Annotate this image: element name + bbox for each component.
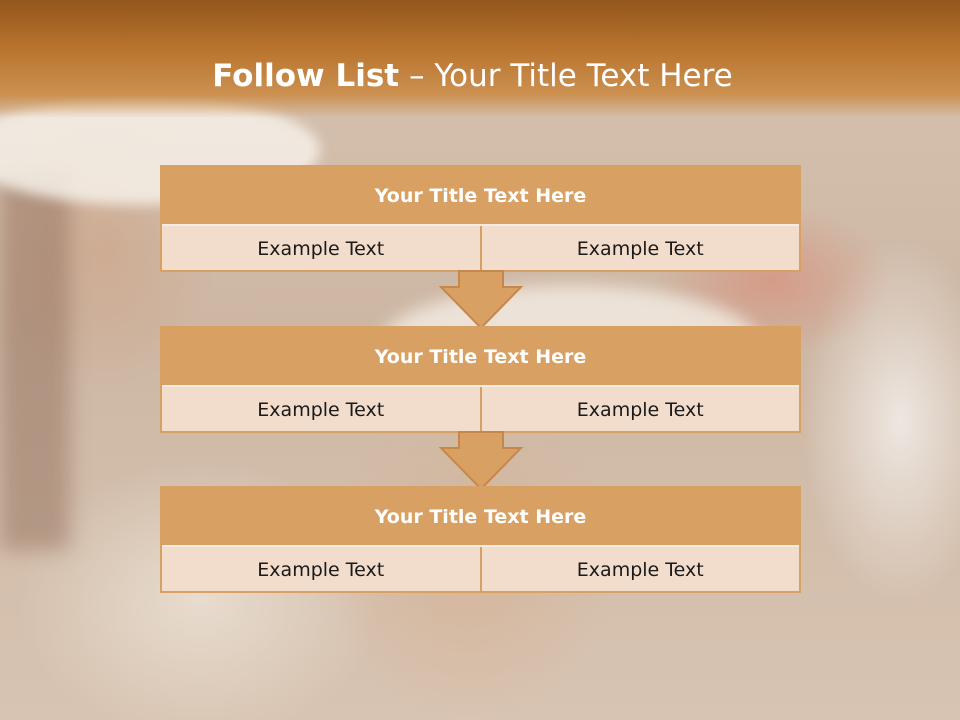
step-row: Example Text Example Text [162,226,799,272]
step-box-1: Your Title Text Here Example Text Exampl… [160,165,801,272]
down-arrow-icon [438,270,524,330]
background-photo-shadow [0,170,70,550]
title-rest: – Your Title Text Here [399,58,733,94]
step-cell-left: Example Text [257,399,385,421]
step-cell-left: Example Text [257,559,385,581]
step-title: Your Title Text Here [162,488,799,547]
step-box-3: Your Title Text Here Example Text Exampl… [160,486,801,593]
step-cell-left: Example Text [257,238,385,260]
title-bold: Follow List [212,58,400,94]
step-row: Example Text Example Text [162,547,799,593]
step-title: Your Title Text Here [162,167,799,226]
step-title: Your Title Text Here [162,328,799,387]
header-band [0,0,960,118]
step-row: Example Text Example Text [162,387,799,433]
down-arrow-icon [438,431,524,491]
step-cell-right: Example Text [479,387,800,433]
step-box-2: Your Title Text Here Example Text Exampl… [160,326,801,433]
step-cell-right: Example Text [479,226,800,272]
slide-title: Follow List – Your Title Text Here [0,56,945,96]
step-cell-right: Example Text [479,547,800,593]
